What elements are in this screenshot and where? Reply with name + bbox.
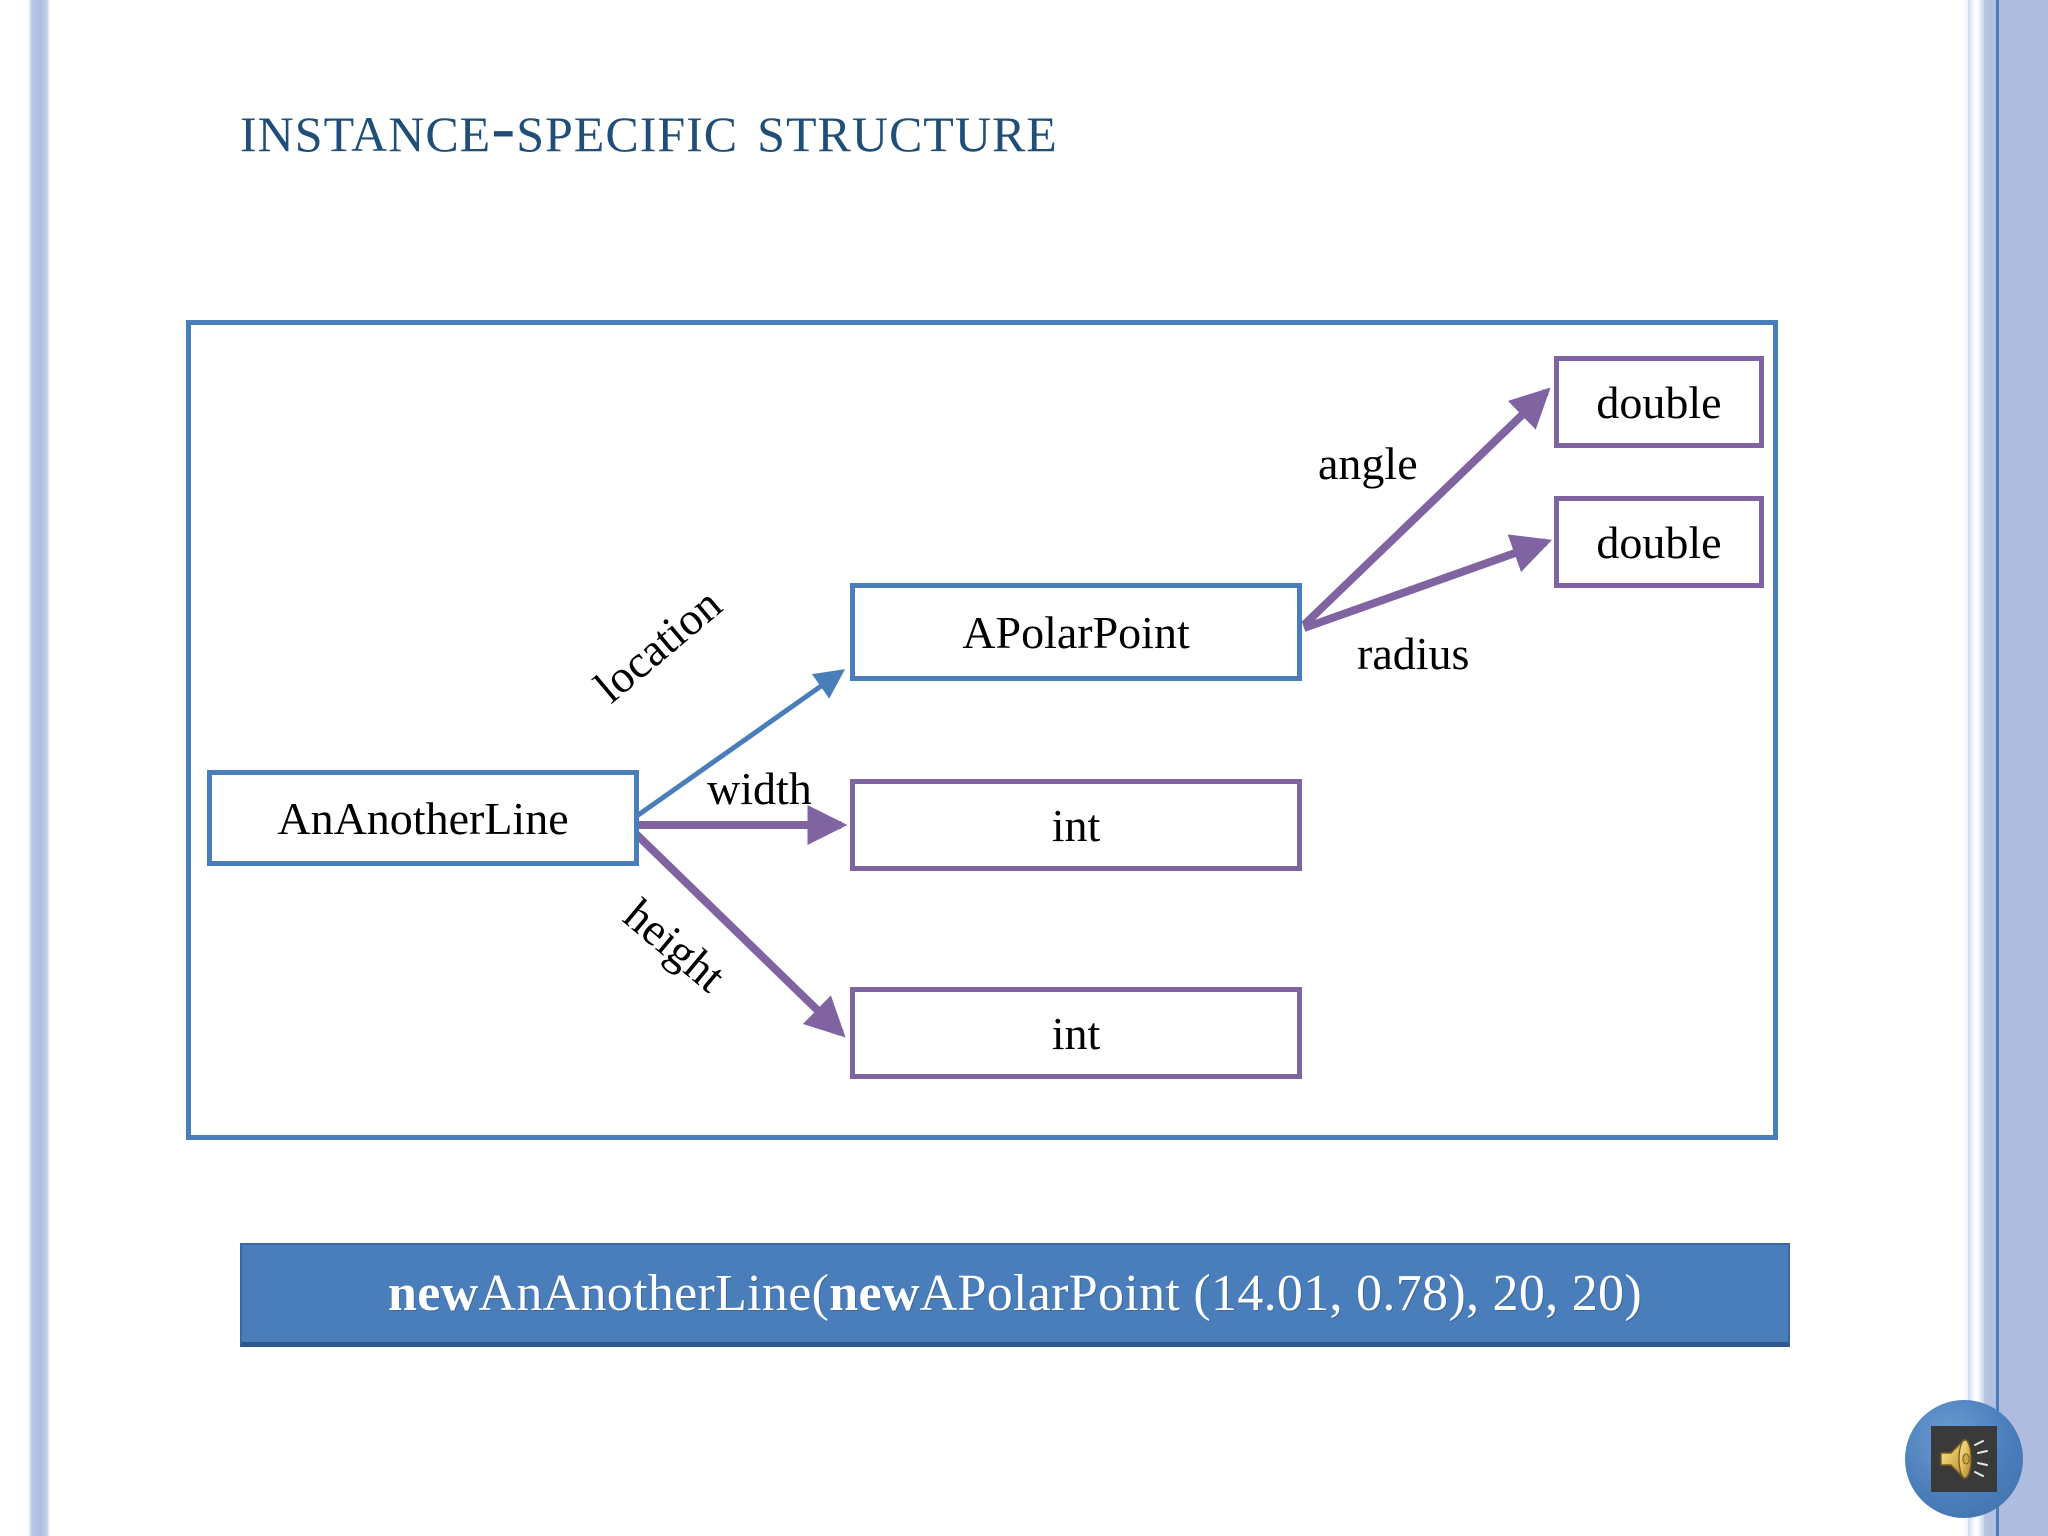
node-label: AnAnotherLine bbox=[277, 792, 569, 844]
audio-play-button[interactable] bbox=[1905, 1400, 2023, 1518]
code-banner: new AnAnotherLine(new APolarPoint (14.01… bbox=[240, 1243, 1790, 1347]
speaker-icon[interactable] bbox=[1931, 1426, 1997, 1492]
edge-label-width: width bbox=[707, 763, 812, 814]
node-label: int bbox=[1051, 1007, 1101, 1059]
node-label: int bbox=[1051, 799, 1101, 851]
node-double-radius: double bbox=[1554, 496, 1764, 588]
node-apolarpoint: APolarPoint bbox=[850, 583, 1302, 681]
node-ananotherline: AnAnotherLine bbox=[207, 770, 639, 866]
left-edge-decoration bbox=[28, 0, 50, 1536]
right-edge-highlight bbox=[1968, 0, 1984, 1536]
page-title: Instance-Specific Structure bbox=[240, 87, 1058, 167]
node-label: double bbox=[1596, 516, 1722, 568]
node-int-height: int bbox=[850, 987, 1302, 1079]
node-label: APolarPoint bbox=[962, 606, 1190, 658]
node-double-angle: double bbox=[1554, 356, 1764, 448]
code-text-1: AnAnotherLine( bbox=[478, 1265, 830, 1322]
edge-label-radius: radius bbox=[1357, 628, 1470, 679]
node-label: double bbox=[1596, 376, 1722, 428]
node-int-width: int bbox=[850, 779, 1302, 871]
right-edge-accent-line bbox=[1996, 0, 1999, 1536]
code-keyword-new-1: new bbox=[388, 1265, 479, 1322]
edge-label-angle: angle bbox=[1318, 438, 1418, 489]
code-text-2: APolarPoint (14.01, 0.78), 20, 20) bbox=[919, 1265, 1642, 1322]
code-keyword-new-2: new bbox=[829, 1265, 920, 1322]
